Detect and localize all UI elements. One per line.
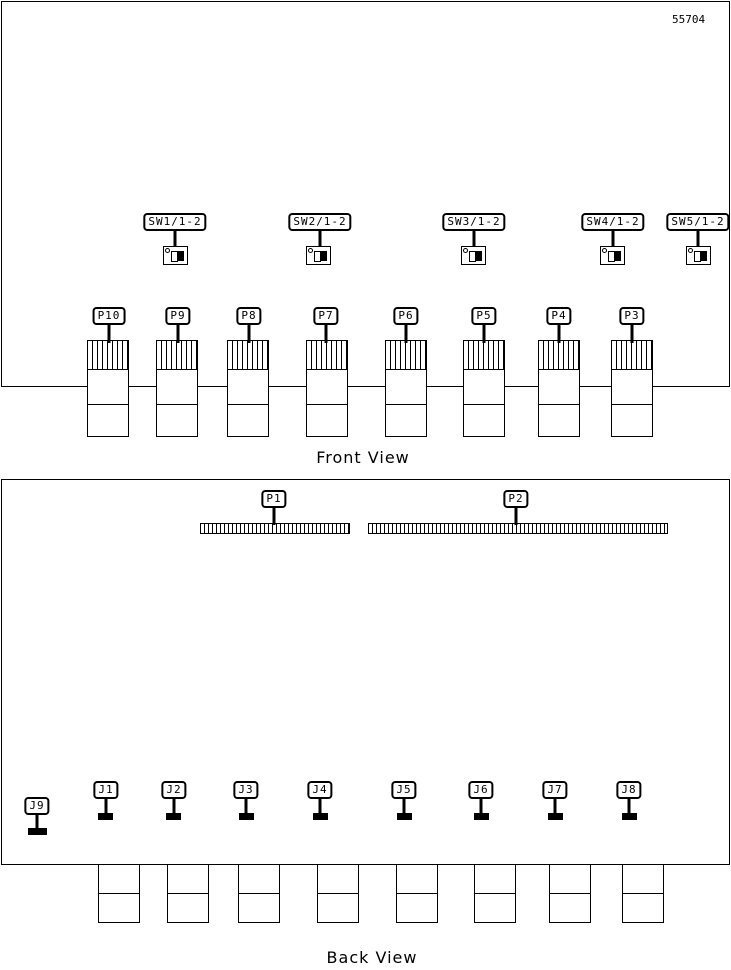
back-connector <box>622 864 664 923</box>
back-connector <box>167 864 209 923</box>
connector-label-p8: P8 <box>236 307 262 325</box>
jumper-block <box>239 813 254 820</box>
connector-label-p6-pointer <box>404 323 408 343</box>
front-connector <box>463 340 505 437</box>
jumper-label-j7: J7 <box>542 781 568 799</box>
jumper-label-j3-pointer <box>244 797 248 814</box>
connector-label-p3: P3 <box>619 307 645 325</box>
back-connector <box>98 864 140 923</box>
connector-label-p7-pointer <box>324 323 328 343</box>
switch-label-3: SW3/1-2 <box>442 213 506 231</box>
header-label-p1: P1 <box>261 490 287 508</box>
switch-label-1: SW1/1-2 <box>143 213 207 231</box>
jumper-label-j6-pointer <box>479 797 483 814</box>
front-connector <box>227 340 269 437</box>
back-connector <box>238 864 280 923</box>
connector-label-p7: P7 <box>313 307 339 325</box>
header-label-p2: P2 <box>503 490 529 508</box>
front-connector <box>538 340 580 437</box>
jumper-label-j7-pointer <box>553 797 557 814</box>
connector-label-p5-pointer <box>482 323 486 343</box>
switch-label-2-pointer <box>318 229 322 250</box>
switch-label-4-pointer <box>611 229 615 250</box>
jumper-label-j4: J4 <box>307 781 333 799</box>
switch-label-2: SW2/1-2 <box>288 213 352 231</box>
front-connector <box>156 340 198 437</box>
front-view-caption: Front View <box>316 448 410 467</box>
jumper-label-j5-pointer <box>402 797 406 814</box>
dip-switch <box>306 246 331 265</box>
jumper-block <box>28 828 47 835</box>
jumper-label-j1: J1 <box>93 781 119 799</box>
switch-label-4: SW4/1-2 <box>581 213 645 231</box>
dip-switch <box>686 246 711 265</box>
jumper-label-j8-pointer <box>627 797 631 814</box>
connector-label-p4-pointer <box>557 323 561 343</box>
jumper-block <box>548 813 563 820</box>
connector-label-p8-pointer <box>247 323 251 343</box>
back-connector <box>317 864 359 923</box>
jumper-label-j6: J6 <box>468 781 494 799</box>
switch-label-3-pointer <box>472 229 476 250</box>
jumper-label-j5: J5 <box>391 781 417 799</box>
front-board <box>1 1 730 387</box>
dip-switch <box>163 246 188 265</box>
jumper-block <box>313 813 328 820</box>
jumper-block <box>622 813 637 820</box>
part-number: 55704 <box>672 13 706 26</box>
header-label-p1-pointer <box>272 506 276 525</box>
jumper-block <box>98 813 113 820</box>
jumper-label-j2: J2 <box>161 781 187 799</box>
front-connector <box>385 340 427 437</box>
switch-label-5: SW5/1-2 <box>666 213 730 231</box>
back-board <box>1 479 730 865</box>
back-connector <box>396 864 438 923</box>
jumper-label-j2-pointer <box>172 797 176 814</box>
connector-label-p3-pointer <box>630 323 634 343</box>
connector-label-p10-pointer <box>107 323 111 343</box>
jumper-block <box>474 813 489 820</box>
connector-label-p6: P6 <box>393 307 419 325</box>
dip-switch <box>461 246 486 265</box>
front-connector <box>611 340 653 437</box>
header-label-p2-pointer <box>514 506 518 525</box>
header-connector <box>368 523 668 534</box>
jumper-label-j1-pointer <box>104 797 108 814</box>
jumper-label-j3: J3 <box>233 781 259 799</box>
connector-label-p4: P4 <box>546 307 572 325</box>
back-connector <box>474 864 516 923</box>
back-view-caption: Back View <box>326 948 418 967</box>
jumper-label-j8: J8 <box>616 781 642 799</box>
connector-label-p9: P9 <box>165 307 191 325</box>
switch-label-5-pointer <box>696 229 700 250</box>
jumper-block <box>397 813 412 820</box>
front-connector <box>87 340 129 437</box>
back-connector <box>549 864 591 923</box>
jumper-label-j9: J9 <box>24 797 50 815</box>
jumper-label-j4-pointer <box>318 797 322 814</box>
dip-switch <box>600 246 625 265</box>
connector-label-p10: P10 <box>92 307 126 325</box>
jumper-label-j9-pointer <box>35 813 39 829</box>
connector-label-p9-pointer <box>176 323 180 343</box>
connector-label-p5: P5 <box>471 307 497 325</box>
jumper-block <box>166 813 181 820</box>
switch-label-1-pointer <box>173 229 177 250</box>
front-connector <box>306 340 348 437</box>
